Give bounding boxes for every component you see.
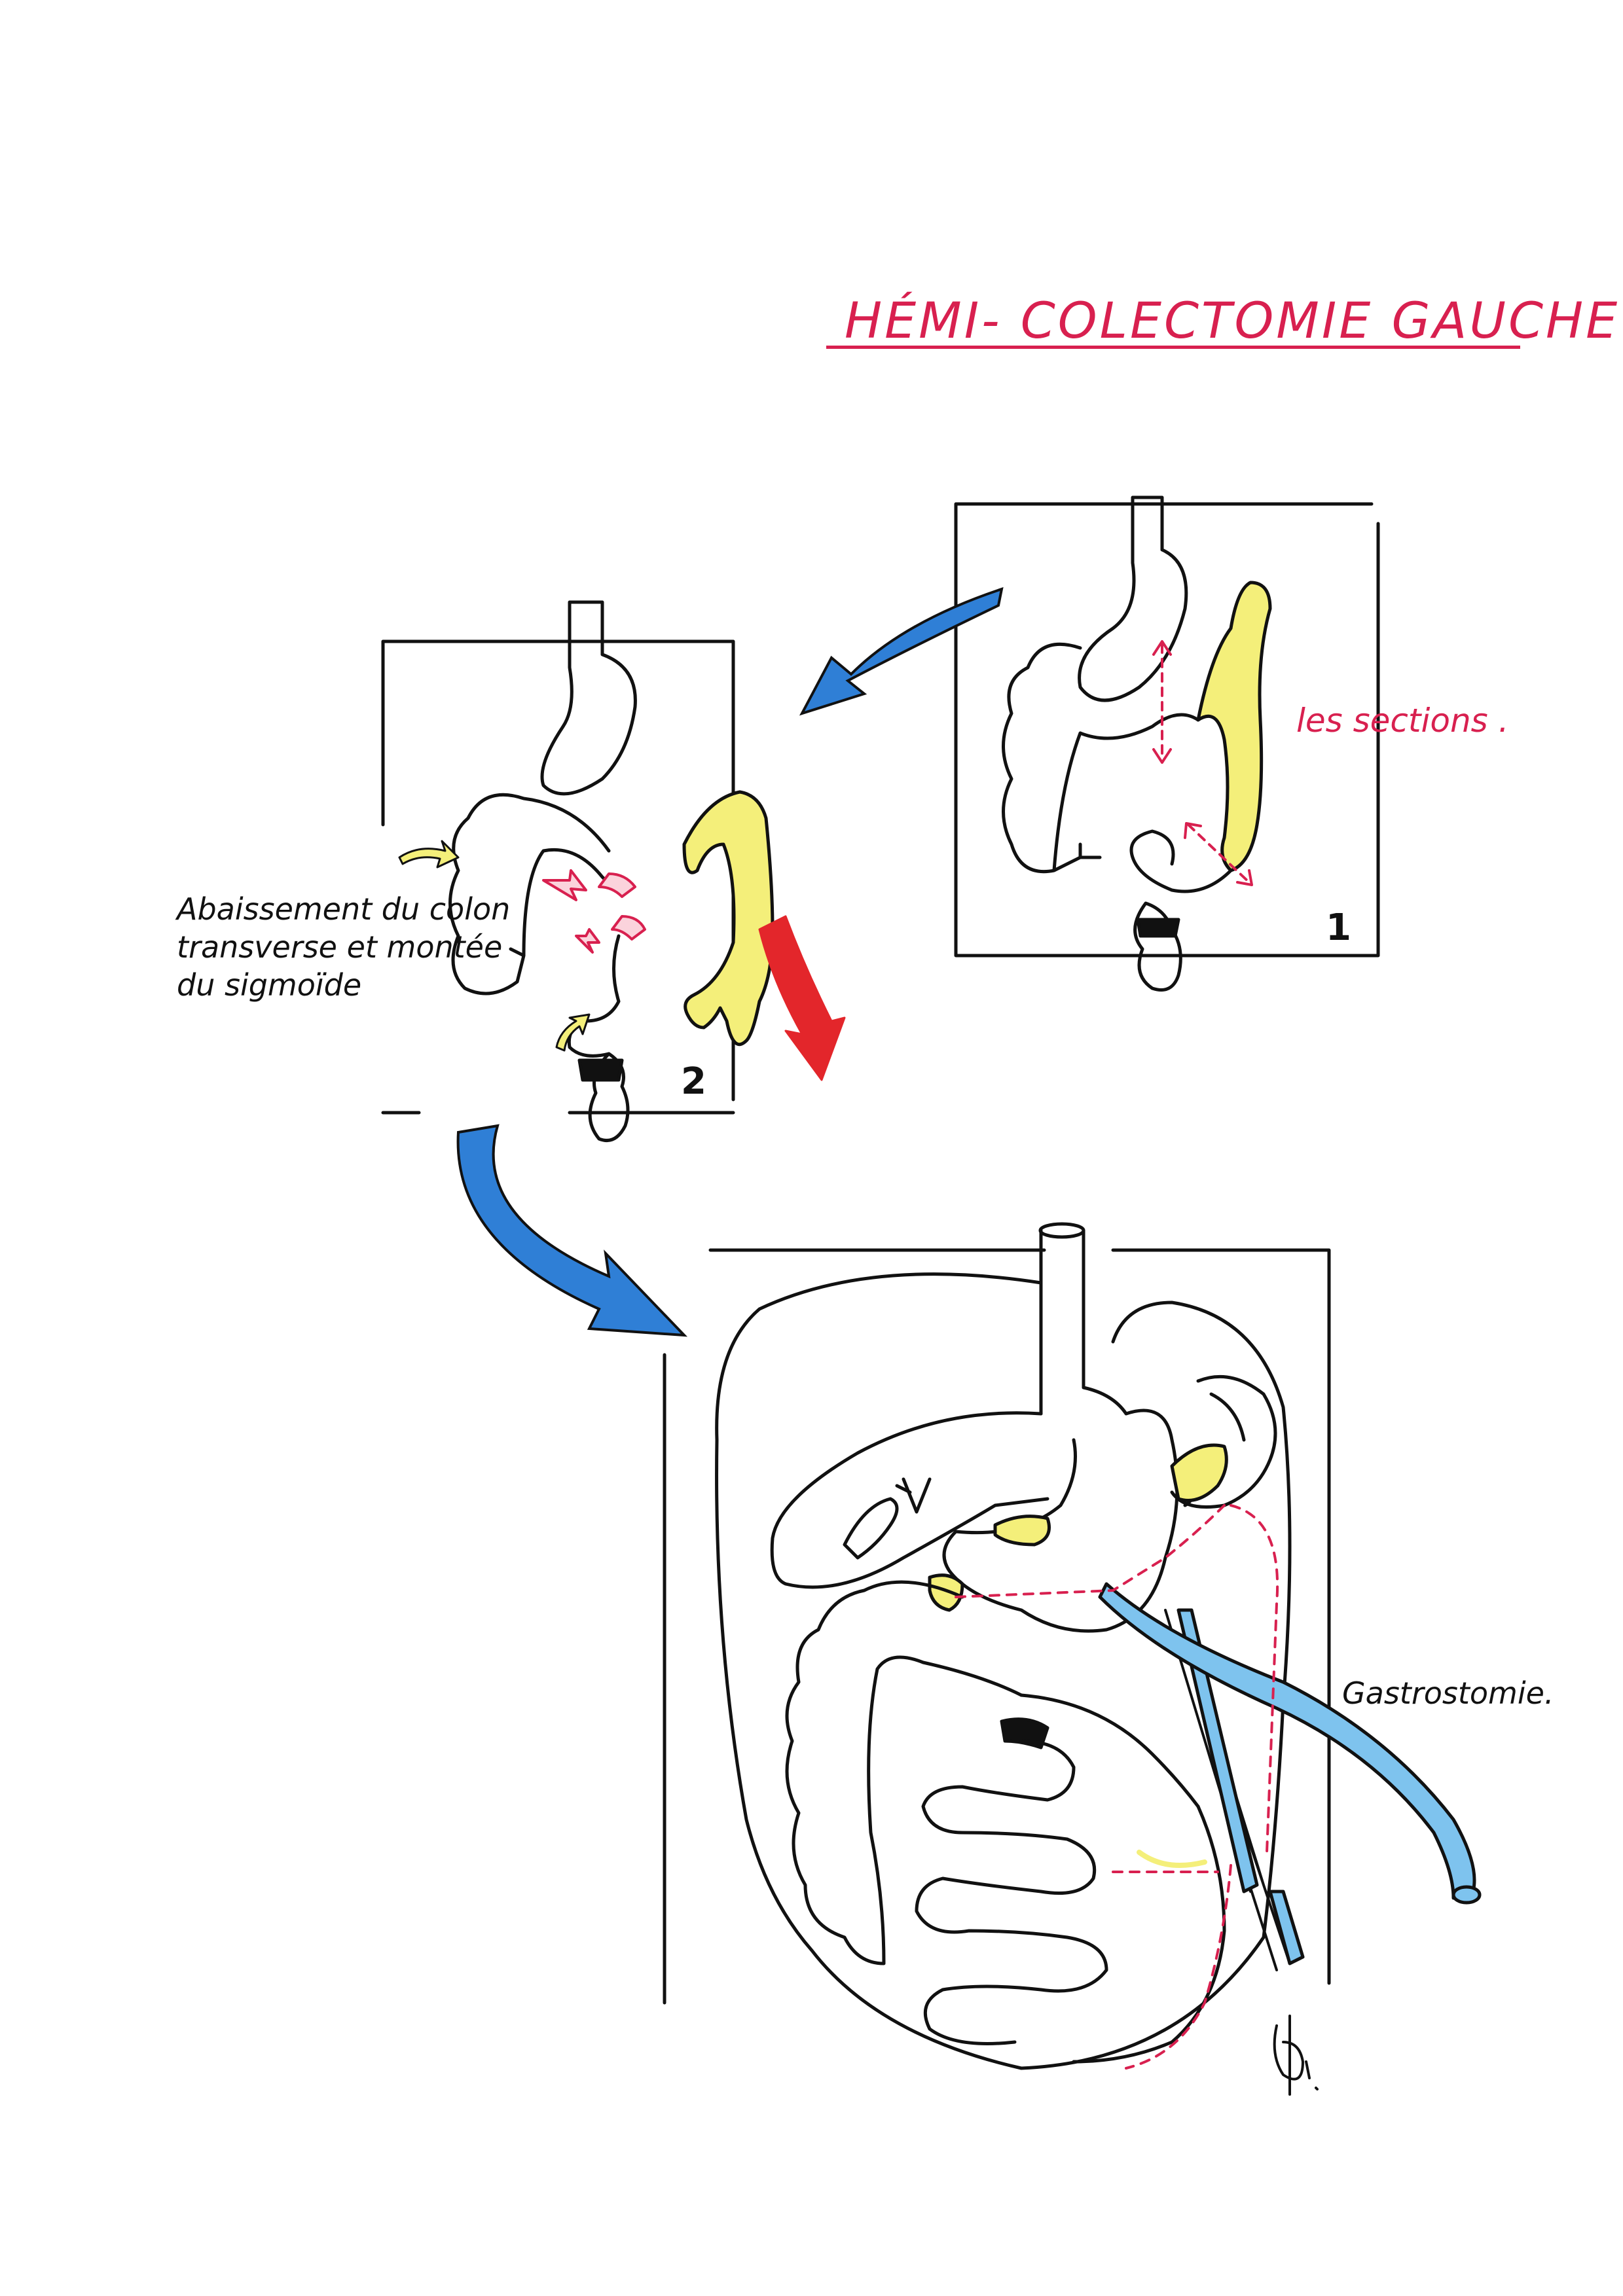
panel-1-stomach <box>1078 495 1188 702</box>
final-spleen <box>1170 1374 1277 1509</box>
blue-arrow-1-to-2 <box>799 587 1004 716</box>
page-title: HÉMI- COLECTOMIE GAUCHE <box>845 291 1620 350</box>
final-abdominal-wall <box>715 1272 1292 2070</box>
final-dash-sigmoid <box>1125 1864 1232 2070</box>
panel-2-sigmoid <box>567 934 630 1142</box>
panel-2-frame <box>381 639 735 1115</box>
panel-2-red-arrow-b <box>575 928 600 954</box>
panel-1-descending-colon <box>1196 581 1272 872</box>
final-stomach <box>942 1386 1179 1633</box>
final-anastomosis-yellow <box>1137 1850 1207 1868</box>
final-gallbladder <box>843 1477 932 1560</box>
panel-2-red-arrow-down <box>758 915 846 1081</box>
final-vessels-blue <box>1176 1608 1305 1965</box>
panel-2-red-arrow-a <box>542 869 587 901</box>
final-pancreas-head <box>993 1515 1051 1547</box>
panel-1-number: 1 <box>1326 906 1351 949</box>
panel-2-yellow-arrow-top <box>398 840 460 869</box>
final-dash-left-gutter <box>1230 1504 1279 1854</box>
panel-final <box>663 1222 1482 2096</box>
label-abaissement: Abaissement du colon transverse et monté… <box>177 891 511 1003</box>
panel-2-cut-upper <box>598 872 636 898</box>
signature <box>1273 2015 1319 2096</box>
panel-2-cut-lower <box>611 915 646 941</box>
final-tube-end <box>1451 1885 1482 1905</box>
panel-1-rectum-band <box>1136 918 1180 938</box>
final-esophagus <box>1039 1229 1085 1416</box>
panel-2 <box>381 600 846 1142</box>
final-duodenum-bit <box>928 1573 964 1612</box>
final-pancreas <box>1170 1443 1228 1502</box>
final-dash-stomach <box>955 1504 1226 1598</box>
panel-1-sigmoid <box>1129 829 1233 992</box>
panel-2-number: 2 <box>681 1060 706 1103</box>
panel-2-yellow-arrow-bottom <box>555 1013 591 1052</box>
final-small-bowel <box>915 1739 1108 2045</box>
blue-arrow-2-to-final <box>456 1124 688 1337</box>
panel-1-section-arrow-lower <box>1187 823 1252 885</box>
final-transverse-colon <box>1019 1693 1200 1808</box>
final-right-colon <box>785 1580 1023 1965</box>
panel-1 <box>954 495 1380 992</box>
title-underline <box>826 346 1520 349</box>
panel-2-resected-segment <box>682 790 775 1047</box>
panel-final-frame <box>663 1248 1331 2005</box>
label-gastrostomie: Gastrostomie. <box>1342 1676 1554 1711</box>
final-liver <box>770 1411 1049 1589</box>
panel-2-rectum-band <box>577 1058 624 1082</box>
panel-2-stomach <box>540 600 637 796</box>
panel-1-colon <box>1002 642 1200 874</box>
label-sections: les sections . <box>1296 702 1509 740</box>
final-sigmoid <box>1072 1804 1226 2064</box>
